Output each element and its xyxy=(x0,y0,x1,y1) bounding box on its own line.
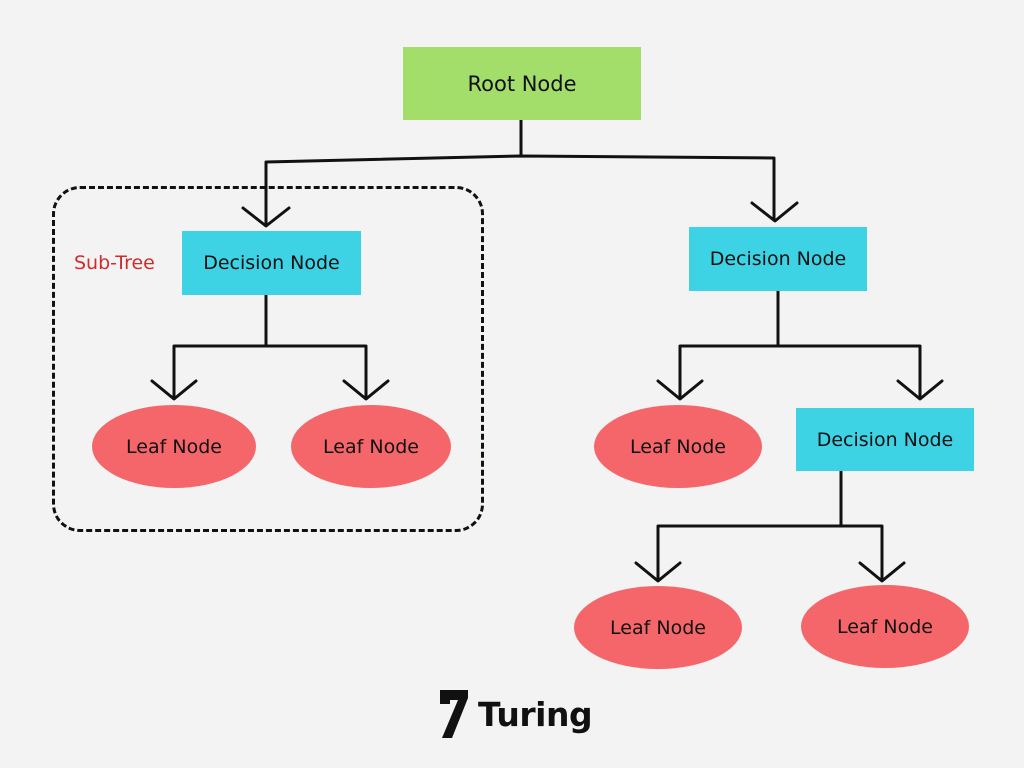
turing-logo-icon xyxy=(440,690,468,738)
decision-node-lower: Decision Node xyxy=(796,408,974,471)
brand-name: Turing xyxy=(478,694,593,734)
leaf-node-3-label: Leaf Node xyxy=(630,435,726,458)
leaf-node-3: Leaf Node xyxy=(594,405,762,488)
root-node-label: Root Node xyxy=(467,71,577,96)
decision-node-left: Decision Node xyxy=(182,231,361,295)
root-node: Root Node xyxy=(403,47,641,120)
decision-node-right: Decision Node xyxy=(689,227,867,291)
subtree-boundary xyxy=(52,186,484,532)
subtree-label: Sub-Tree xyxy=(74,252,155,274)
edge-left-decision-bar xyxy=(172,344,368,400)
decision-node-left-label: Decision Node xyxy=(203,252,340,274)
arrowhead-leaf-5 xyxy=(858,561,906,583)
arrowhead-lower-decision xyxy=(896,379,944,401)
arrowhead-leaf-2 xyxy=(342,379,390,401)
leaf-node-4: Leaf Node xyxy=(574,586,742,669)
leaf-node-1-label: Leaf Node xyxy=(126,435,222,458)
edge-lower-decision-bar xyxy=(656,524,884,582)
arrowhead-right-decision xyxy=(750,201,799,223)
edge-right-decision-bar xyxy=(678,344,922,400)
arrowhead-leaf-4 xyxy=(634,561,682,583)
edge-root-left xyxy=(264,154,776,227)
arrowhead-leaf-3 xyxy=(656,379,704,401)
leaf-node-2-label: Leaf Node xyxy=(323,435,419,458)
decision-node-right-label: Decision Node xyxy=(709,248,847,270)
brand-logo: Turing xyxy=(438,690,593,738)
leaf-node-1: Leaf Node xyxy=(92,405,256,488)
leaf-node-5: Leaf Node xyxy=(801,585,969,668)
leaf-node-4-label: Leaf Node xyxy=(610,616,706,639)
leaf-node-2: Leaf Node xyxy=(291,405,451,488)
arrowhead-leaf-1 xyxy=(150,379,198,401)
leaf-node-5-label: Leaf Node xyxy=(837,615,933,638)
arrowhead-left-decision xyxy=(241,206,291,228)
decision-node-lower-label: Decision Node xyxy=(816,428,954,451)
